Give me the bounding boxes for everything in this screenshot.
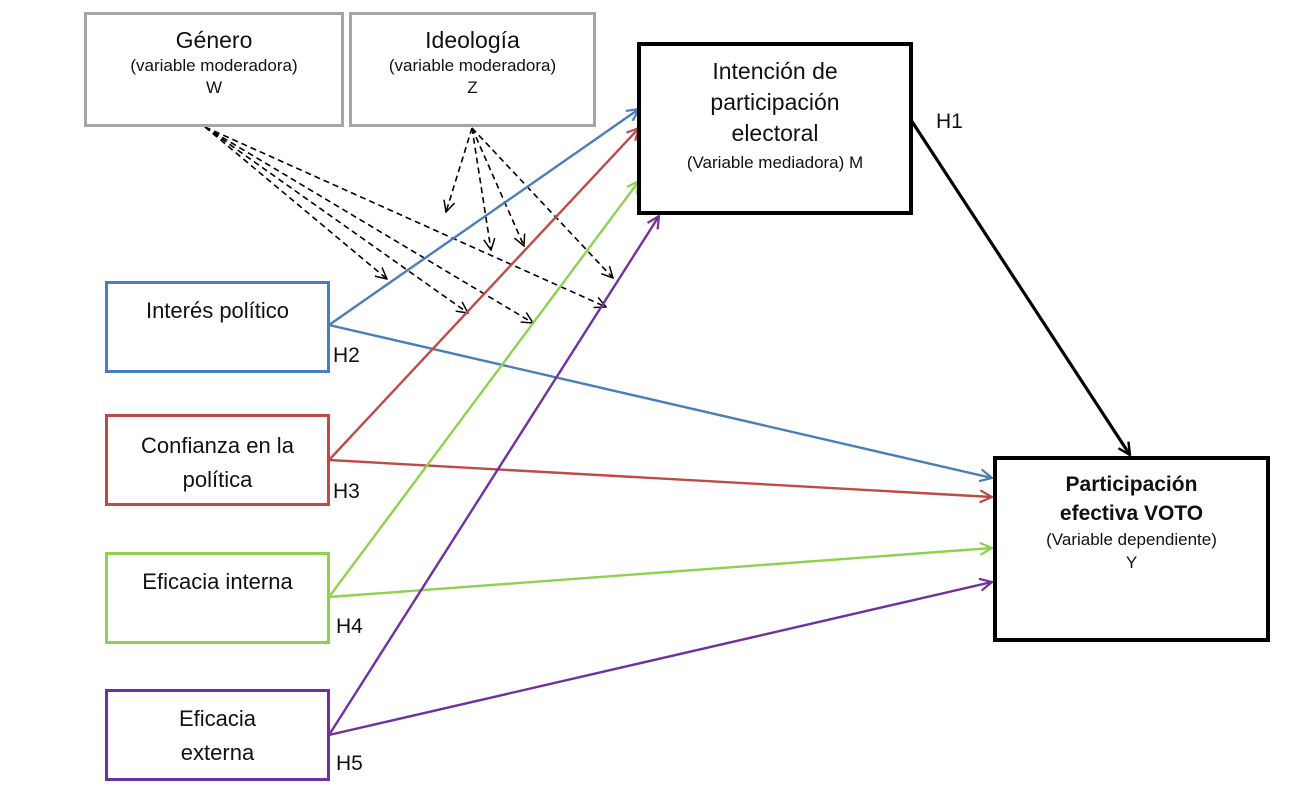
moderator-ideologia-box: Ideología (variable moderadora) Z bbox=[349, 12, 596, 127]
path-eficacia-externa-mediator bbox=[327, 216, 659, 736]
independent-confianza-label-line-2: política bbox=[182, 467, 253, 492]
moderation-arrow-ideologia-confianza bbox=[471, 127, 491, 250]
dependent-title-line-1: Participación bbox=[1065, 473, 1198, 496]
mediator-title-line-1: Intención de bbox=[712, 58, 838, 84]
independent-confianza-box: Confianza en la política bbox=[105, 414, 330, 506]
hypothesis-label-h5: H5 bbox=[336, 752, 363, 775]
moderation-arrow-genero-confianza bbox=[204, 126, 468, 313]
moderation-arrow-ideologia-eficacia-interna bbox=[471, 127, 524, 246]
moderation-arrow-ideologia-interes bbox=[446, 127, 473, 212]
moderator-genero-symbol: W bbox=[205, 78, 223, 97]
independent-interes-box: Interés político bbox=[105, 281, 330, 373]
mediator-title-line-3: electoral bbox=[731, 120, 819, 146]
path-eficacia-externa-dependent bbox=[328, 582, 992, 737]
moderator-ideologia-symbol: Z bbox=[467, 78, 478, 97]
path-mediator-dependent bbox=[909, 119, 1130, 455]
independent-eficacia-externa-label-line-2: externa bbox=[180, 740, 255, 765]
dependent-title-line-2: efectiva VOTO bbox=[1059, 502, 1204, 525]
hypothesis-label-h2: H2 bbox=[333, 344, 360, 367]
moderator-genero-subtitle: (variable moderadora) bbox=[130, 56, 298, 75]
moderation-arrow-genero-interes bbox=[204, 126, 387, 279]
moderation-arrow-ideologia-eficacia-externa bbox=[471, 127, 613, 278]
moderation-arrow-genero-eficacia-externa bbox=[204, 126, 606, 307]
dependent-subtitle: (Variable dependiente) bbox=[1046, 530, 1217, 549]
moderator-genero-box: Género (variable moderadora) W bbox=[84, 12, 344, 127]
hypothesis-label-h1: H1 bbox=[936, 110, 963, 133]
hypothesis-label-h3: H3 bbox=[333, 480, 360, 503]
path-interes-mediator bbox=[328, 109, 639, 326]
independent-eficacia-externa-label-line-1: Eficacia bbox=[178, 706, 257, 731]
moderator-ideologia-subtitle: (variable moderadora) bbox=[388, 56, 557, 75]
independent-interes-label: Interés político bbox=[145, 298, 290, 323]
path-eficacia-interna-dependent bbox=[328, 548, 992, 599]
dependent-box: Participación efectiva VOTO (Variable de… bbox=[993, 456, 1270, 642]
independent-eficacia-externa-box: Eficacia externa bbox=[105, 689, 330, 781]
moderator-ideologia-title: Ideología bbox=[425, 27, 520, 53]
path-confianza-dependent bbox=[328, 458, 992, 497]
moderation-arrow-genero-eficacia-interna bbox=[204, 126, 533, 323]
mediator-box: Intención de participación electoral (Va… bbox=[637, 42, 913, 215]
path-confianza-mediator bbox=[328, 128, 639, 461]
independent-eficacia-interna-label: Eficacia interna bbox=[142, 569, 293, 594]
hypothesis-label-h4: H4 bbox=[336, 615, 363, 638]
independent-confianza-label-line-1: Confianza en la bbox=[141, 433, 294, 458]
dependent-symbol: Y bbox=[1125, 553, 1138, 572]
mediator-title-line-2: participación bbox=[710, 89, 840, 115]
mediator-subtitle: (Variable mediadora) M bbox=[686, 153, 864, 172]
path-eficacia-interna-mediator bbox=[328, 181, 639, 598]
path-interes-dependent bbox=[328, 323, 992, 478]
moderator-genero-title: Género bbox=[175, 27, 253, 53]
independent-eficacia-interna-box: Eficacia interna bbox=[105, 552, 330, 644]
